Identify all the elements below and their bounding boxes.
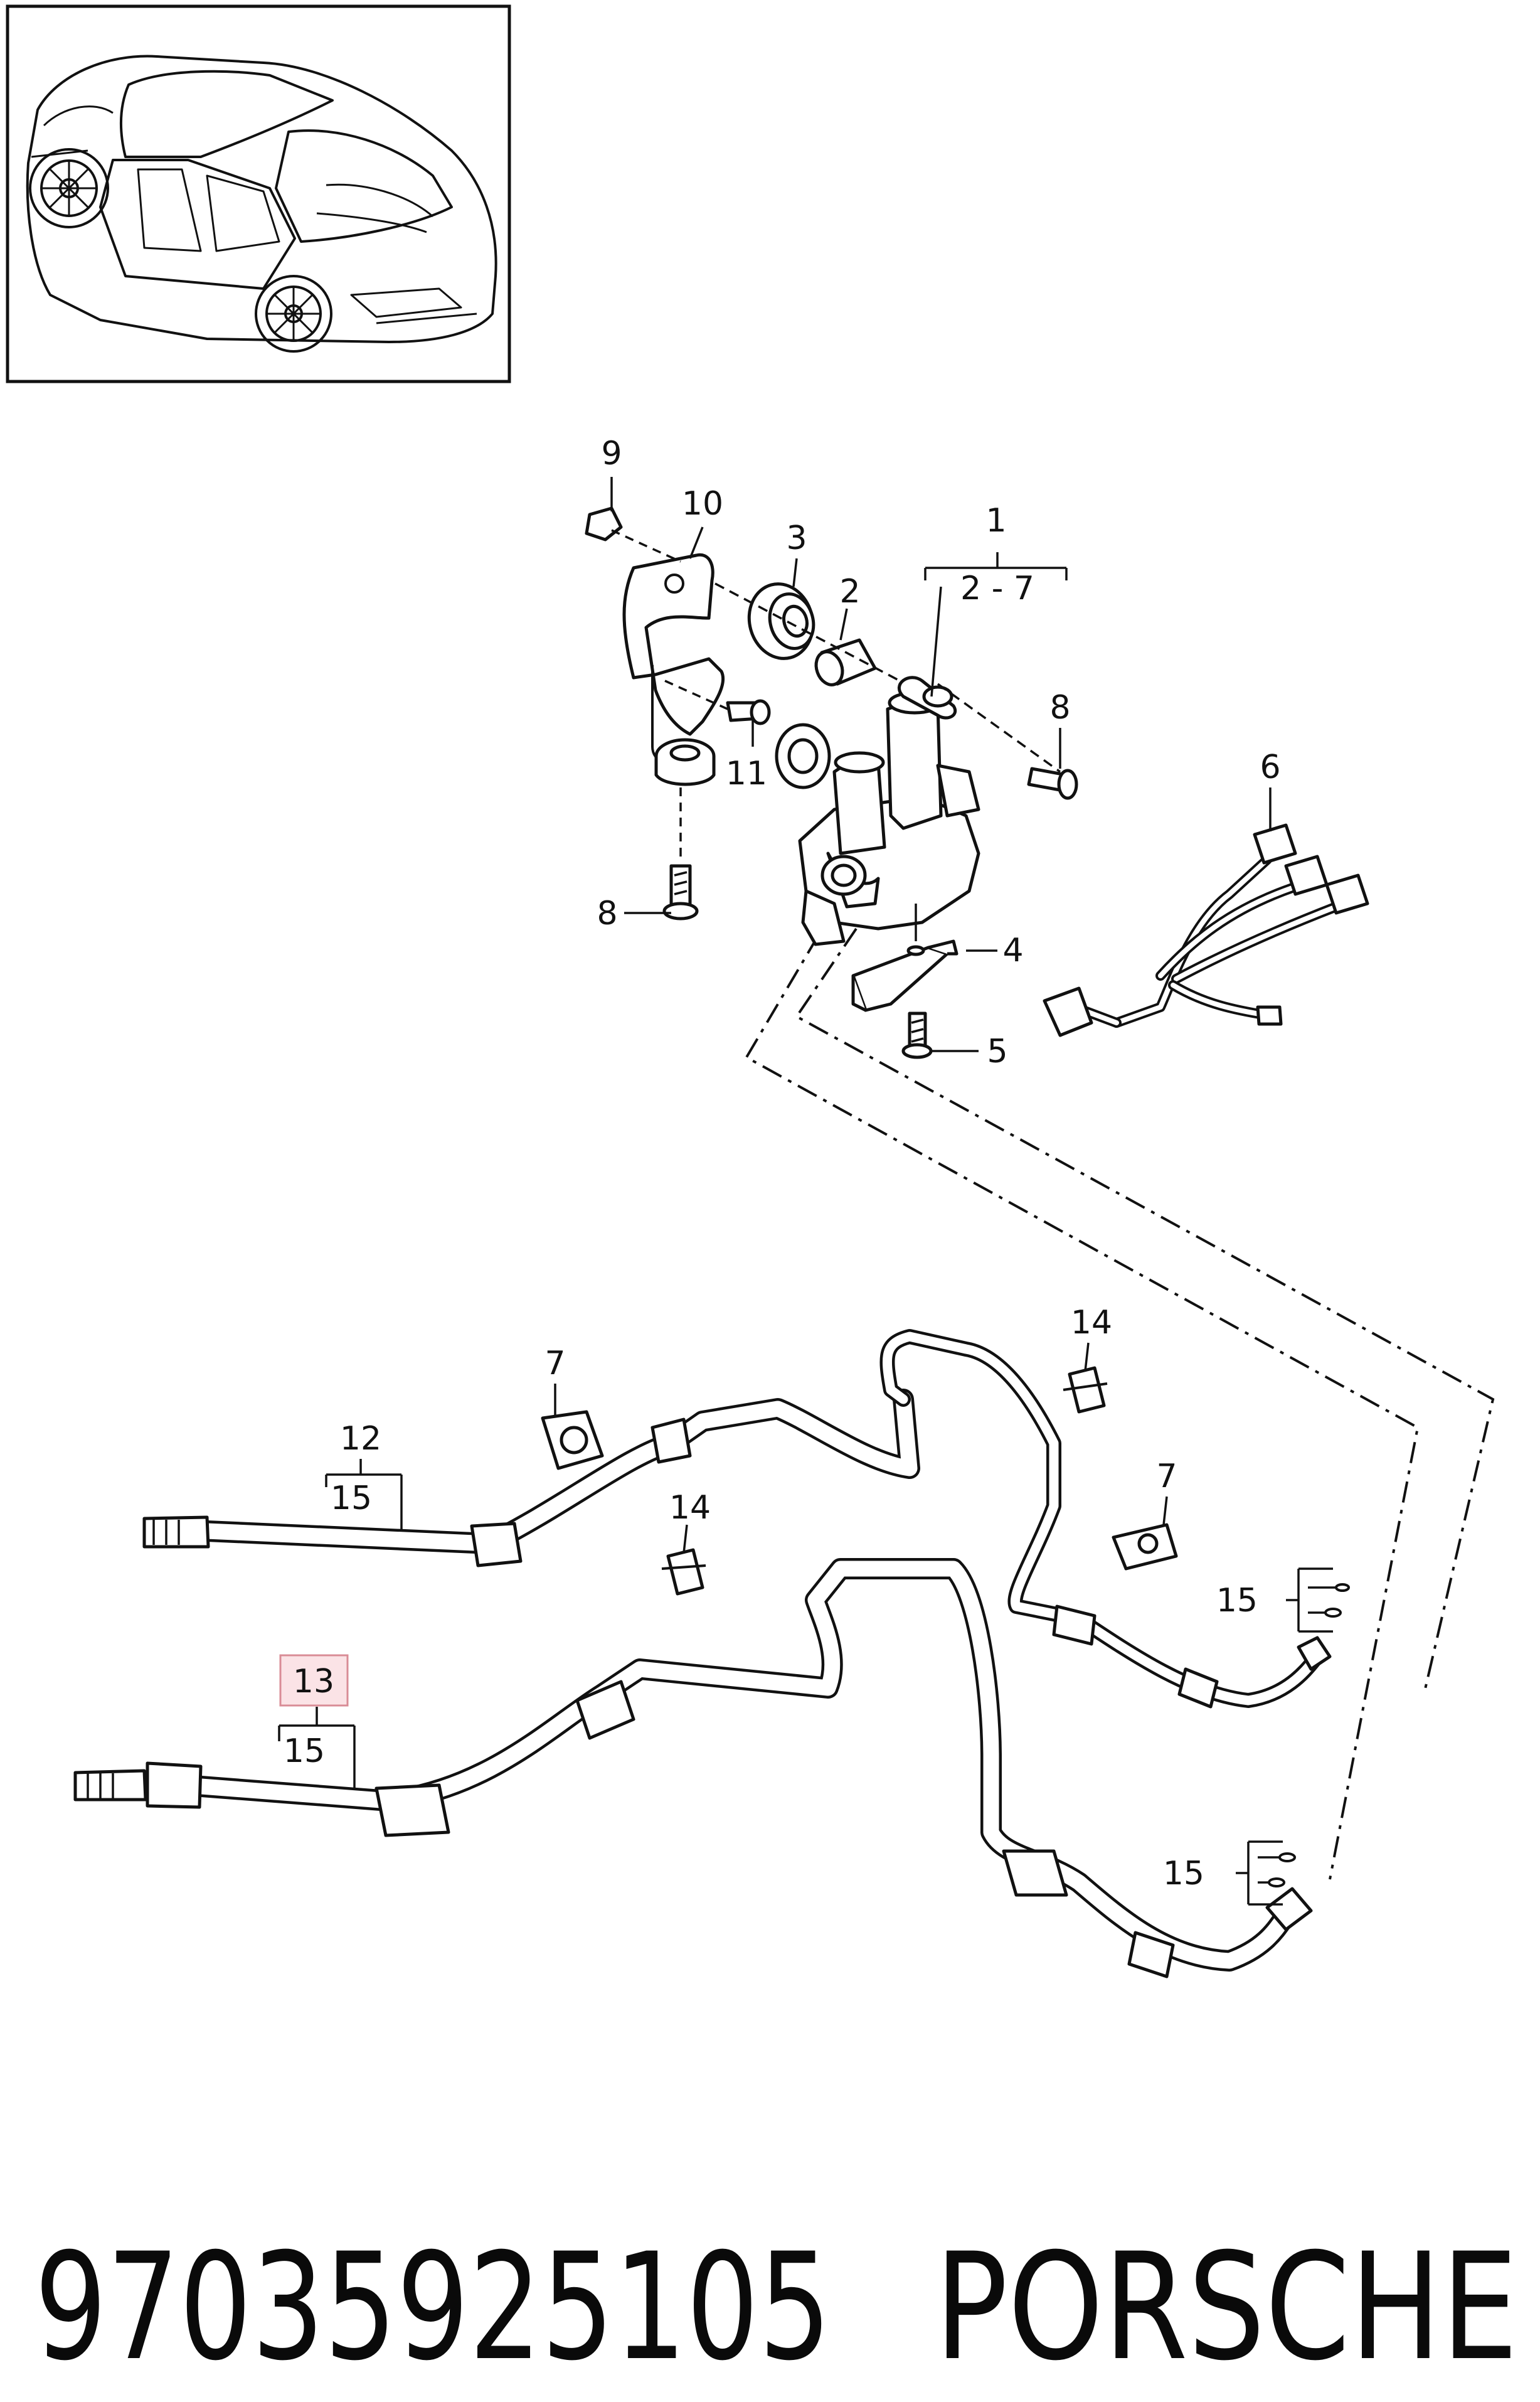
callout-1: 1 bbox=[985, 502, 1006, 540]
valve-unit-part bbox=[775, 676, 1061, 946]
callout-15-upper: 15 bbox=[1216, 1582, 1258, 1620]
brand-name: PORSCHE bbox=[935, 2222, 1518, 2393]
clip-7b-part bbox=[1112, 1523, 1178, 1571]
bolt-9-part bbox=[585, 506, 681, 563]
callout-12-sub: 15 bbox=[331, 1480, 372, 1517]
clip-14b-part bbox=[1063, 1366, 1108, 1414]
callout-1-range: 2 - 7 bbox=[960, 570, 1034, 607]
callout-labels: 1 2 - 7 2 3 4 5 6 7 7 8 8 9 10 11 12 15 … bbox=[284, 435, 1281, 1892]
callout-8-lower: 8 bbox=[597, 895, 617, 932]
leader-lines bbox=[278, 477, 1336, 1906]
callout-2: 2 bbox=[839, 573, 860, 611]
callout-8-upper: 8 bbox=[1049, 689, 1070, 727]
wiring-harness-part bbox=[1043, 823, 1369, 1037]
bolt-5-part bbox=[901, 1012, 933, 1059]
vehicle-thumbnail bbox=[6, 4, 511, 383]
callout-13-highlight bbox=[279, 1654, 349, 1707]
assembly-boundary-line bbox=[745, 927, 1495, 1880]
callout-5: 5 bbox=[987, 1033, 1007, 1070]
bolt-11-part bbox=[664, 680, 771, 725]
clip-4-part bbox=[851, 904, 959, 1012]
clip-14a-part bbox=[661, 1548, 706, 1596]
callout-6: 6 bbox=[1260, 749, 1280, 786]
callout-13-sub: 15 bbox=[284, 1732, 325, 1770]
line-pipe-upper-part bbox=[879, 1329, 1332, 1709]
callout-14-right: 14 bbox=[1071, 1304, 1112, 1342]
callout-13: 13 bbox=[293, 1663, 334, 1700]
callout-14-left: 14 bbox=[669, 1489, 711, 1527]
line-13-part bbox=[73, 1558, 1313, 1978]
callout-10: 10 bbox=[682, 485, 723, 523]
bracket-part bbox=[622, 553, 725, 766]
callout-12: 12 bbox=[340, 1420, 381, 1458]
part-number: 97035925105 bbox=[35, 2222, 831, 2393]
callout-11: 11 bbox=[726, 755, 767, 793]
callout-9: 9 bbox=[601, 435, 622, 472]
callout-7-lower: 7 bbox=[1156, 1458, 1177, 1495]
car-illustration-icon bbox=[26, 55, 497, 353]
callout-15-lower: 15 bbox=[1163, 1855, 1204, 1892]
clip-7a-part bbox=[541, 1410, 604, 1470]
callout-3: 3 bbox=[786, 520, 807, 557]
bolt-8-upper-part bbox=[1027, 767, 1078, 800]
bolt-8-lower-part bbox=[662, 864, 699, 921]
sleeve-2-part bbox=[714, 582, 954, 710]
callout-4: 4 bbox=[1002, 932, 1023, 969]
grommet-3-part bbox=[747, 582, 815, 660]
line-12-part bbox=[142, 1389, 920, 1567]
rubber-mount-part bbox=[654, 738, 716, 860]
callout-7-upper: 7 bbox=[544, 1345, 565, 1382]
